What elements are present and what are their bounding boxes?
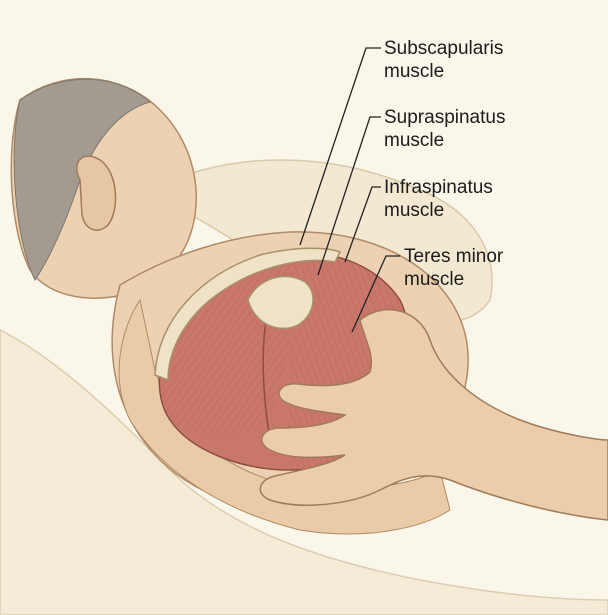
label-supraspinatus-line1: Supraspinatus	[384, 106, 505, 129]
label-subscapularis: Subscapularis muscle	[384, 37, 503, 83]
label-teres-minor-line1: Teres minor	[404, 245, 503, 268]
label-teres-minor-line2: muscle	[404, 268, 503, 291]
label-infraspinatus-line1: Infraspinatus	[384, 176, 493, 199]
label-subscapularis-line2: muscle	[384, 60, 503, 83]
label-supraspinatus: Supraspinatus muscle	[384, 106, 505, 152]
label-subscapularis-line1: Subscapularis	[384, 37, 503, 60]
label-infraspinatus-line2: muscle	[384, 199, 493, 222]
label-teres-minor: Teres minor muscle	[404, 245, 503, 291]
label-supraspinatus-line2: muscle	[384, 129, 505, 152]
label-infraspinatus: Infraspinatus muscle	[384, 176, 493, 222]
